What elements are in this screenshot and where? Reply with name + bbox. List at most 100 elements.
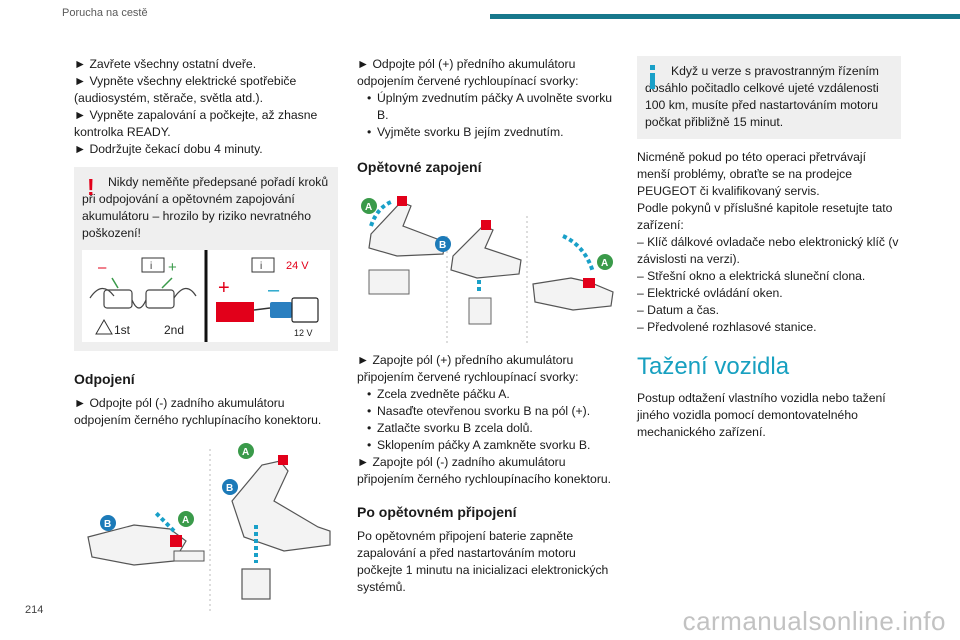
column-3: Když u verze s pravostranným řízením dos… xyxy=(637,56,901,441)
reconnect-bullet-3-text: Zatlačte svorku B zcela dolů. xyxy=(377,421,533,435)
callout-b-step2-label: B xyxy=(439,240,446,251)
warning-text: Nikdy neměňte předepsané pořadí kroků př… xyxy=(82,175,329,240)
heading-reconnect: Opětovné zapojení xyxy=(357,159,482,175)
minus-sign-left: – xyxy=(98,259,107,276)
column-1: ► Zavřete všechny ostatní dveře. ► Vypně… xyxy=(74,56,344,611)
cable-left-1 xyxy=(89,287,115,299)
connector-icon xyxy=(270,302,292,318)
header-accent-bar xyxy=(490,14,960,19)
section-title: Porucha na cestě xyxy=(62,7,148,19)
column-2: ► Odpojte pól (+) předního akumulátoru o… xyxy=(357,56,619,596)
callout-a-step1-label: A xyxy=(365,202,372,213)
after-reconnect-text: Po opětovném připojení baterie zapněte z… xyxy=(357,529,609,594)
lever-red-step3 xyxy=(583,278,595,288)
callout-a-right-label: A xyxy=(242,447,249,458)
callout-b-right-label: B xyxy=(226,483,233,494)
disconnect-plus-bullet-1: •Úplným zvednutím páčky A uvolněte svork… xyxy=(367,91,613,122)
reconnect-bullet-4-text: Sklopením páčky A zamkněte svorku B. xyxy=(377,438,591,452)
heading-disconnect: Odpojení xyxy=(74,371,135,387)
callout-a-step3-label: A xyxy=(601,258,608,269)
reset-item-5: – Předvolené rozhlasové stanice. xyxy=(637,320,817,334)
info-icon xyxy=(650,65,655,89)
callout-a-step1 xyxy=(361,198,377,214)
battery-base-step1 xyxy=(368,269,410,295)
disconnect-figure: B A A B xyxy=(87,443,331,611)
persisting-problems-text: Nicméně pokud po této operaci přetrvávaj… xyxy=(637,150,866,198)
battery-12v-label: 12 V xyxy=(294,328,313,338)
cable-end-left xyxy=(173,550,205,562)
reconnect-bullet-4: •Sklopením páčky A zamkněte svorku B. xyxy=(367,438,591,452)
clamp-step2 xyxy=(450,225,522,279)
reset-item-1: – Klíč dálkové ovladače nebo elektronick… xyxy=(637,235,899,266)
caution-triangle-icon xyxy=(95,318,113,335)
reset-item-4: – Datum a čas. xyxy=(637,303,719,317)
battery-order-figure: – + i 1st 2nd + – i 24 V 12 V xyxy=(82,250,330,342)
callout-a-left xyxy=(178,511,194,527)
disconnect-plus-text: ► Odpojte pól (+) předního akumulátoru o… xyxy=(357,57,579,88)
manual-icon-right xyxy=(251,257,275,273)
step-wait: ► Dodržujte čekací dobu 4 minuty. xyxy=(74,142,263,156)
battery-icon-rear xyxy=(103,289,133,309)
info-symbol-right: i xyxy=(260,261,262,272)
info-box: Když u verze s pravostranným řízením dos… xyxy=(637,56,901,139)
disconnect-plus-bullet-2: •Vyjměte svorku B jejím zvednutím. xyxy=(367,125,564,139)
disconnect-plus-bullet-2-text: Vyjměte svorku B jejím zvednutím. xyxy=(377,125,564,139)
warning-box: ! Nikdy neměňte předepsané pořadí kroků … xyxy=(74,167,338,351)
arrow-second xyxy=(161,277,173,289)
battery-icon-front xyxy=(145,289,175,309)
reconnect-bullet-2: •Nasaďte otevřenou svorku B na pól (+). xyxy=(367,404,591,418)
cable-left-3 xyxy=(173,287,197,299)
label-second: 2nd xyxy=(164,323,184,337)
arrow-first xyxy=(111,277,119,289)
heading-towing: Tažení vozidla xyxy=(637,353,790,380)
reconnect-figure: A B A xyxy=(361,196,614,346)
callout-a-left-label: A xyxy=(182,515,189,526)
reconnect-plus-text: ► Zapojte pól (+) předního akumulátoru p… xyxy=(357,353,579,384)
clamp-lever-red-right xyxy=(278,455,288,465)
towing-text: Postup odtažení vlastního vozidla nebo t… xyxy=(637,391,886,439)
reset-instructions-text: Podle pokynů v příslušné kapitole resetu… xyxy=(637,201,893,232)
red-clamp-icon xyxy=(216,302,254,322)
reconnect-minus-text: ► Zapojte pól (-) zadního akumulátoru př… xyxy=(357,455,612,486)
clamp-step3 xyxy=(532,277,614,311)
reconnect-bullet-2-text: Nasaďte otevřenou svorku B na pól (+). xyxy=(377,404,591,418)
warning-icon: ! xyxy=(87,174,95,200)
info-symbol-left: i xyxy=(150,261,152,272)
lever-red-step2 xyxy=(481,220,491,230)
disconnect-text: ► Odpojte pól (-) zadního akumulátoru od… xyxy=(74,396,322,427)
watermark: carmanualsonline.info xyxy=(682,606,946,636)
battery-terminal-right xyxy=(241,568,271,600)
arrow-step3 xyxy=(562,234,595,273)
reconnect-bullet-3: •Zatlačte svorku B zcela dolů. xyxy=(367,421,533,435)
battery-12v-icon xyxy=(291,297,319,323)
page-number: 214 xyxy=(25,604,44,616)
callout-b-left-label: B xyxy=(104,519,111,530)
voltage-label: 24 V xyxy=(286,260,309,272)
reset-item-3: – Elektrické ovládání oken. xyxy=(637,286,783,300)
reset-item-2: – Střešní okno a elektrická sluneční clo… xyxy=(637,269,866,283)
callout-a-step3 xyxy=(597,254,613,270)
plus-sign-left: + xyxy=(168,259,177,276)
manual-icon-left xyxy=(141,257,165,273)
clamp-body-right xyxy=(231,460,331,552)
label-first: 1st xyxy=(114,323,131,337)
disconnect-plus-bullet-1-text: Úplným zvednutím páčky A uvolněte svorku… xyxy=(377,91,613,122)
info-text: Když u verze s pravostranným řízením dos… xyxy=(645,64,879,129)
lever-red-step1 xyxy=(397,196,407,206)
cable-right-1 xyxy=(253,307,271,311)
callout-a-right xyxy=(238,443,254,459)
heading-after-reconnect: Po opětovném připojení xyxy=(357,504,517,520)
terminal-step2 xyxy=(468,297,492,325)
step-close-doors: ► Zavřete všechny ostatní dveře. xyxy=(74,57,257,71)
cable-left-2 xyxy=(131,299,147,309)
minus-sign-right: – xyxy=(268,279,280,301)
step-switch-off-consumers: ► Vypněte všechny elektrické spotřebiče … xyxy=(74,74,297,105)
reconnect-bullet-1-text: Zcela zvedněte páčku A. xyxy=(377,387,510,401)
reconnect-bullet-1: •Zcela zvedněte páčku A. xyxy=(367,387,510,401)
direction-arrow-left xyxy=(154,511,176,533)
callout-b-step2 xyxy=(435,236,451,252)
callout-b-right xyxy=(222,479,238,495)
clamp-step1 xyxy=(368,201,446,257)
clamp-lever-red-left xyxy=(170,535,182,547)
arrow-step1 xyxy=(369,200,392,227)
